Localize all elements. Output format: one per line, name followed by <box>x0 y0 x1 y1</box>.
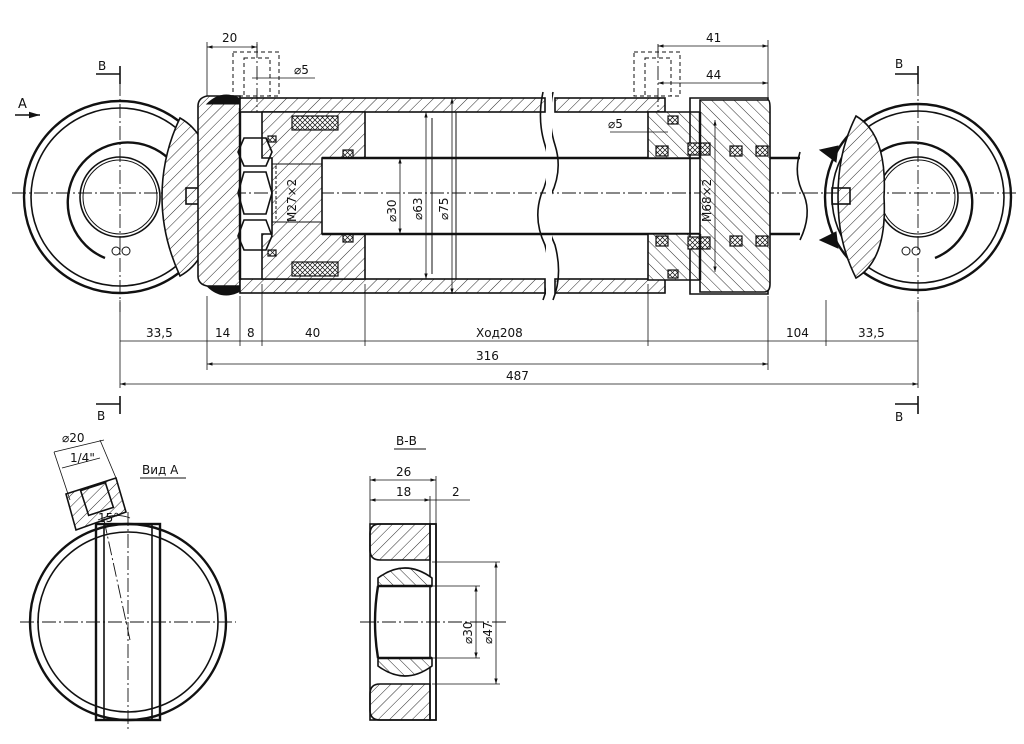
main-view: A B B B B 20 41 44 ⌀5 ⌀5 M27×2 ⌀30 ⌀63 ⌀… <box>12 31 1016 424</box>
label-rod-diameter: ⌀30 <box>385 200 399 223</box>
label-barrel-diameter: ⌀75 <box>437 198 451 221</box>
dim-boss-diameter: ⌀20 <box>62 431 85 445</box>
view-a: ⌀20 1/4" 15° Вид А <box>20 431 236 732</box>
right-eye <box>818 82 1013 312</box>
dim-cap: 14 <box>215 326 230 340</box>
dim-ring-width: 2 <box>452 485 460 499</box>
dim-angle: 15° <box>98 511 119 525</box>
view-arrow-label: A <box>18 97 27 112</box>
dim-gland-length: 44 <box>706 68 721 82</box>
label-gland-thread: M68×2 <box>700 179 714 222</box>
dim-inner-width: 18 <box>396 485 411 499</box>
dim-bore: ⌀30 <box>461 622 475 645</box>
piston <box>237 111 366 280</box>
rod-gland <box>647 97 771 295</box>
dim-rod-extension: 104 <box>786 326 809 340</box>
section-mark-label: B <box>895 410 903 424</box>
dim-body-length: 316 <box>476 349 499 363</box>
section-bb-title: В-В <box>396 434 417 448</box>
left-eye <box>22 82 218 312</box>
dim-port-offset: 20 <box>222 31 237 45</box>
rear-end-cap <box>197 94 250 296</box>
dim-overall-length: 487 <box>506 369 529 383</box>
dim-port-to-end: 41 <box>706 31 721 45</box>
section-bb: В-В 26 18 2 ⌀30 ⌀47 <box>360 434 508 721</box>
top-dimensions <box>206 40 769 294</box>
section-marks <box>15 66 919 414</box>
dim-gap: 8 <box>247 326 255 340</box>
label-piston-thread: M27×2 <box>285 179 299 222</box>
dim-outer-diameter: ⌀47 <box>481 622 495 645</box>
dim-stroke: Ход208 <box>476 326 523 340</box>
dim-port-diameter: ⌀5 <box>294 63 309 77</box>
right-port <box>633 44 681 112</box>
section-mark-label: B <box>97 409 105 423</box>
dim-eye-left: 33,5 <box>146 326 173 340</box>
dim-eye-right: 33,5 <box>858 326 885 340</box>
bottom-dimensions <box>119 284 919 388</box>
dim-piston: 40 <box>305 326 320 340</box>
label-bore-diameter: ⌀63 <box>411 198 425 221</box>
section-mark-label: B <box>895 57 903 71</box>
view-a-title: Вид А <box>142 463 179 477</box>
section-mark-label: B <box>98 59 106 73</box>
dim-port-thread: 1/4" <box>70 451 95 465</box>
dim-port-diameter: ⌀5 <box>608 117 623 131</box>
cylinder-barrel <box>239 91 666 301</box>
dim-bearing-width: 26 <box>396 465 411 479</box>
